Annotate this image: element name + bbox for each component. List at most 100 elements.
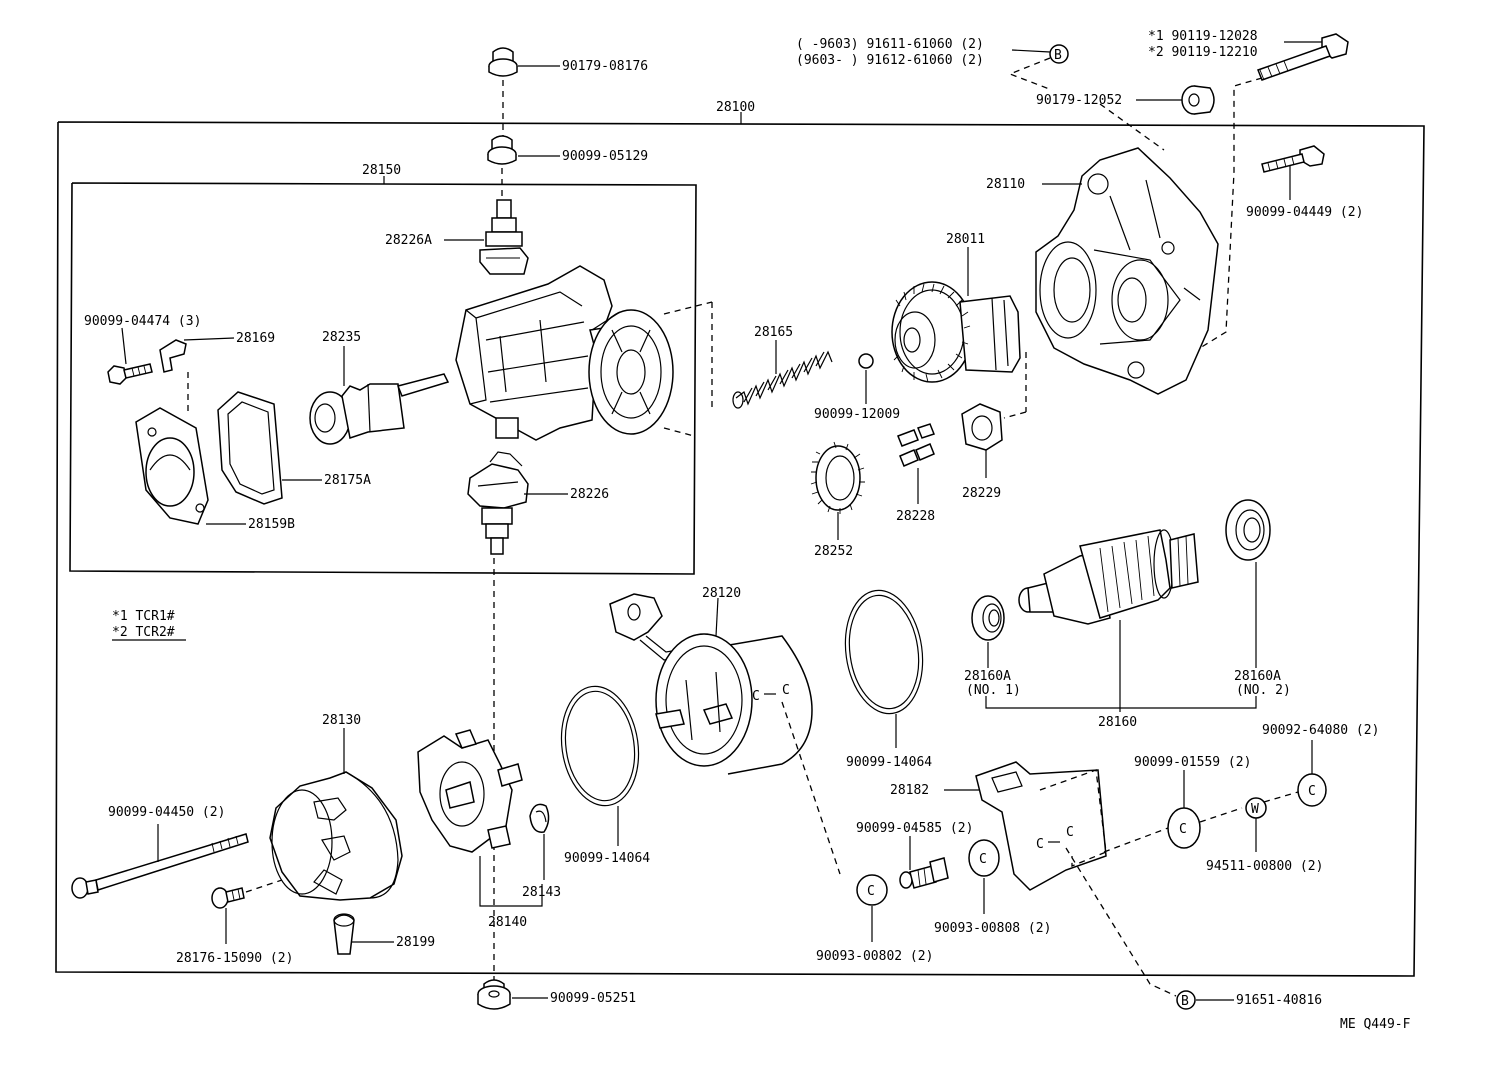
- callout-28160A-no1-sub: (NO. 1): [966, 683, 1021, 698]
- end-cover-28159B: [135, 407, 209, 525]
- yoke-mark-c2: C: [782, 683, 790, 698]
- callout-90119-12210: *2 90119-12210: [1148, 45, 1258, 60]
- callout-28159B: 28159B: [248, 517, 295, 532]
- rollers-28228: [897, 423, 935, 467]
- bolt-90119: [1257, 33, 1349, 81]
- callout-90093-00808: 90093-00808 (2): [934, 921, 1051, 936]
- drive-housing-28110: [1035, 147, 1219, 395]
- bolt-90099-04449: [1261, 145, 1325, 173]
- o-ring-90099-14064-a: [560, 685, 640, 807]
- callout-28228: 28228: [896, 509, 935, 524]
- terminal-28226: [467, 451, 529, 555]
- callout-28229: 28229: [962, 486, 1001, 501]
- marker-b-label: B: [1181, 994, 1189, 1009]
- callout-91611-61060: ( -9603) 91611-61060 (2): [796, 37, 984, 52]
- callout-28120: 28120: [702, 586, 741, 601]
- nut-c-label: C: [1179, 822, 1187, 837]
- callout-28011: 28011: [946, 232, 985, 247]
- callout-28110: 28110: [986, 177, 1025, 192]
- callout-90099-14064-a: 90099-14064: [564, 851, 650, 866]
- callout-91651-40816: 91651-40816: [1236, 993, 1322, 1008]
- callout-28160A-no2: 28160A: [1234, 669, 1281, 684]
- spring-28165: [732, 350, 833, 409]
- washer-90093-00802: C: [856, 874, 888, 906]
- nut-c-label: C: [1308, 784, 1316, 799]
- nut-90179-08176: [488, 47, 518, 77]
- bracket-mark-c2: C: [1066, 825, 1074, 840]
- callout-28226: 28226: [570, 487, 609, 502]
- callout-90099-04474: 90099-04474 (3): [84, 314, 201, 329]
- callout-90099-04450: 90099-04450 (2): [108, 805, 225, 820]
- callout-91612-61060: (9603- ) 91612-61060 (2): [796, 53, 984, 68]
- screw-28176-15090: [211, 887, 245, 909]
- plug-28199: [333, 913, 355, 955]
- callout-90099-12009: 90099-12009: [814, 407, 900, 422]
- marker-b-bottom: B: [1176, 990, 1196, 1010]
- callout-90099-04449: 90099-04449 (2): [1246, 205, 1363, 220]
- callout-28169: 28169: [236, 331, 275, 346]
- solenoid-housing: [455, 265, 674, 441]
- steel-ball-90099-12009: [858, 353, 874, 369]
- assembly-outline-28150: [69, 176, 697, 575]
- callout-28235: 28235: [322, 330, 361, 345]
- washer-w-label: W: [1251, 802, 1259, 817]
- callout-28176-15090: 28176-15090 (2): [176, 951, 293, 966]
- clip-28169: [159, 339, 187, 373]
- callout-28160A-no1: 28160A: [964, 669, 1011, 684]
- yoke-28120: [609, 593, 813, 775]
- through-bolt-90099-04450: [71, 833, 249, 899]
- callout-90119-12028: *1 90119-12028: [1148, 29, 1258, 44]
- washer-90093-00808: C: [968, 839, 1000, 877]
- brush-holder-28140: [417, 729, 523, 853]
- gear-28252: [810, 441, 865, 514]
- callout-90099-14064-b: 90099-14064: [846, 755, 932, 770]
- spring-28143: [529, 803, 550, 833]
- callout-90093-00802: 90093-00802 (2): [816, 949, 933, 964]
- callout-28160A-no2-sub: (NO. 2): [1236, 683, 1291, 698]
- callout-90092-64080: 90092-64080 (2): [1262, 723, 1379, 738]
- nut-90092-64080: C: [1297, 773, 1327, 807]
- nut-90099-05251: [477, 979, 511, 1010]
- callout-28252: 28252: [814, 544, 853, 559]
- bracket-mark-c1: C: [1036, 837, 1044, 852]
- callout-94511-00800: 94511-00800 (2): [1206, 859, 1323, 874]
- bearing-28160A-no1: [971, 595, 1005, 641]
- callout-28182: 28182: [890, 783, 929, 798]
- callout-28175A: 28175A: [324, 473, 371, 488]
- callout-28226A: 28226A: [385, 233, 432, 248]
- marker-b-label: B: [1054, 48, 1062, 63]
- nut-90099-01559: C: [1167, 807, 1201, 849]
- callout-90099-05251: 90099-05251: [550, 991, 636, 1006]
- plunger-28235: [309, 373, 450, 445]
- retainer-28229: [961, 403, 1003, 451]
- callout-28199: 28199: [396, 935, 435, 950]
- callout-90099-01559: 90099-01559 (2): [1134, 755, 1251, 770]
- bracket-28182: C C: [975, 761, 1107, 891]
- o-ring-90099-14064-b: [844, 589, 924, 715]
- yoke-mark-c1: C: [752, 689, 760, 704]
- callout-90179-08176: 90179-08176: [562, 59, 648, 74]
- gasket-28175A: [217, 391, 283, 505]
- callout-28140: 28140: [488, 915, 527, 930]
- callout-28150: 28150: [362, 163, 401, 178]
- callout-90099-05129: 90099-05129: [562, 149, 648, 164]
- end-frame-28130: [269, 771, 403, 901]
- legend-note-2: *2 TCR2#: [112, 625, 175, 640]
- bolt-90099-04585: [899, 857, 949, 889]
- nut-90179-12052: [1181, 85, 1215, 115]
- washer-c-label: C: [867, 884, 875, 899]
- callout-90099-04585: 90099-04585 (2): [856, 821, 973, 836]
- armature-28160: [1018, 529, 1199, 625]
- assembly-outline-28100: [55, 112, 1425, 977]
- washer-94511-00800: W: [1245, 797, 1267, 819]
- legend-note-1: *1 TCR1#: [112, 609, 175, 624]
- figure-id: ME Q449-F: [1340, 1017, 1411, 1032]
- bolt-90099-04474: [107, 363, 153, 385]
- callout-90179-12052: 90179-12052: [1036, 93, 1122, 108]
- callout-28165: 28165: [754, 325, 793, 340]
- callout-28130: 28130: [322, 713, 361, 728]
- callout-28100: 28100: [716, 100, 755, 115]
- clutch-28011: [891, 281, 1021, 383]
- washer-c-label: C: [979, 852, 987, 867]
